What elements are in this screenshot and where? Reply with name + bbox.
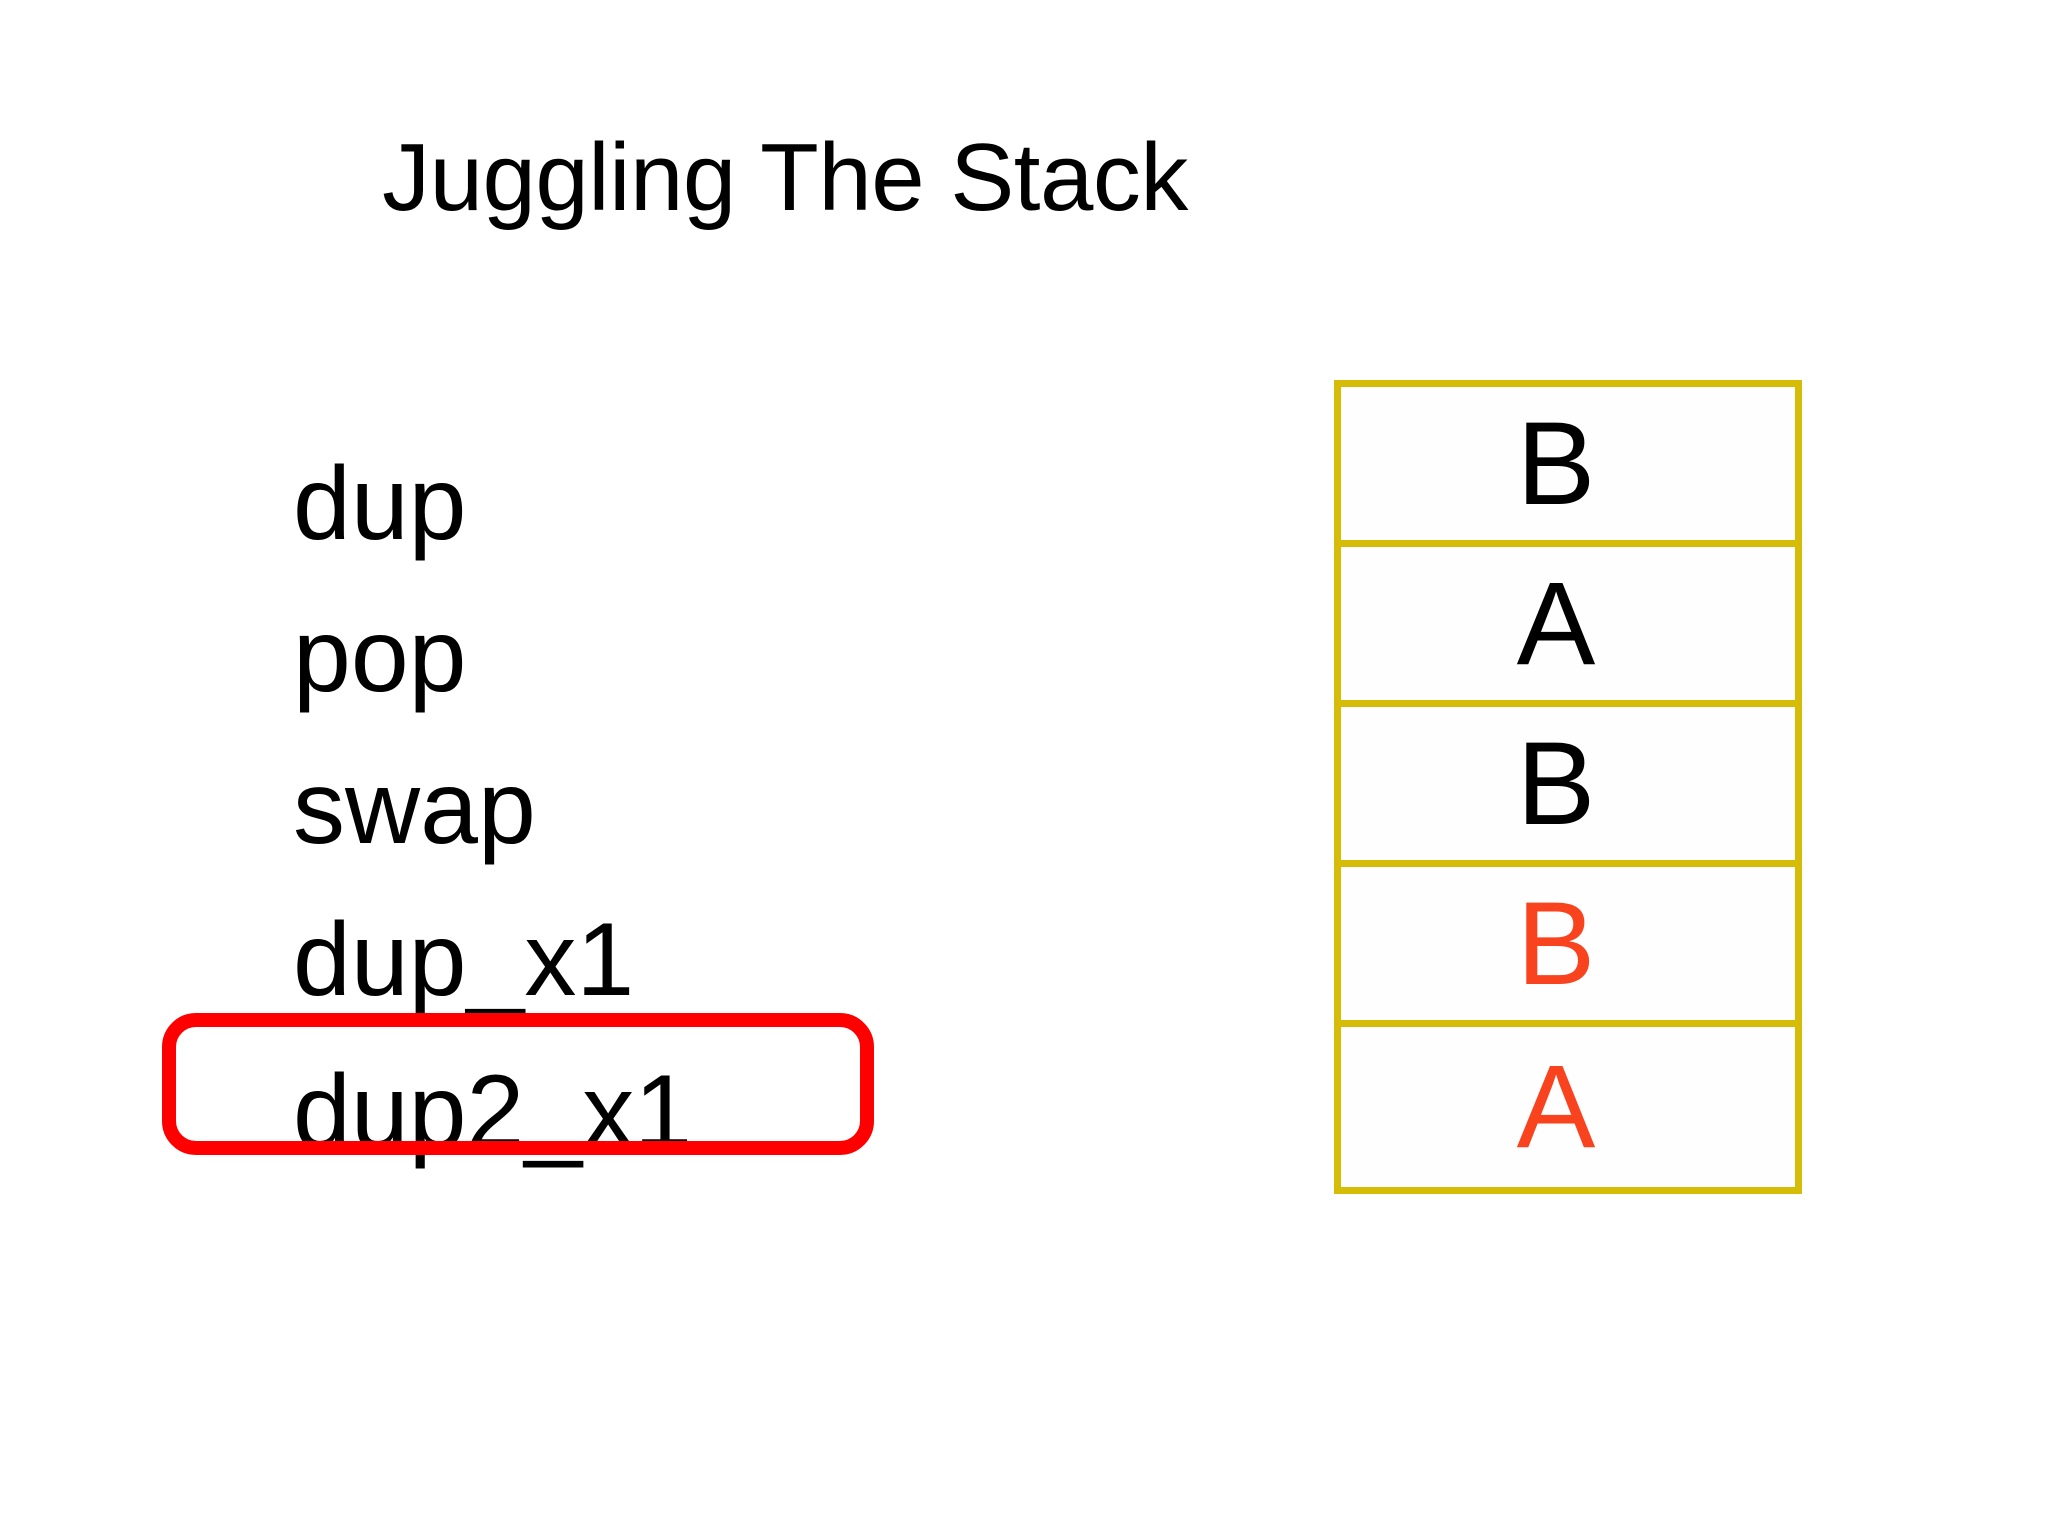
table-row: B (1341, 387, 1795, 547)
page-title: Juggling The Stack (382, 124, 1188, 231)
stack-cell-value: B (1516, 877, 1596, 1010)
table-row: B (1341, 707, 1795, 867)
stack-cell-value: B (1516, 397, 1596, 530)
list-item[interactable]: dup_x1 (293, 902, 635, 1018)
table-row: A (1341, 1027, 1795, 1187)
list-item[interactable]: swap (293, 750, 536, 866)
stack-cell-value: A (1516, 557, 1596, 690)
table-row: A (1341, 547, 1795, 707)
list-item[interactable]: dup2_x1 (293, 1054, 693, 1170)
table-row: B (1341, 867, 1795, 1027)
list-item[interactable]: pop (293, 598, 467, 714)
stack-cell-value: B (1516, 717, 1596, 850)
list-item[interactable]: dup (293, 446, 467, 562)
operation-list: dup pop swap dup_x1 dup2_x1 (293, 428, 933, 1188)
stack-cell-value: A (1516, 1041, 1596, 1173)
stack-diagram: B A B B A (1334, 380, 1802, 1194)
